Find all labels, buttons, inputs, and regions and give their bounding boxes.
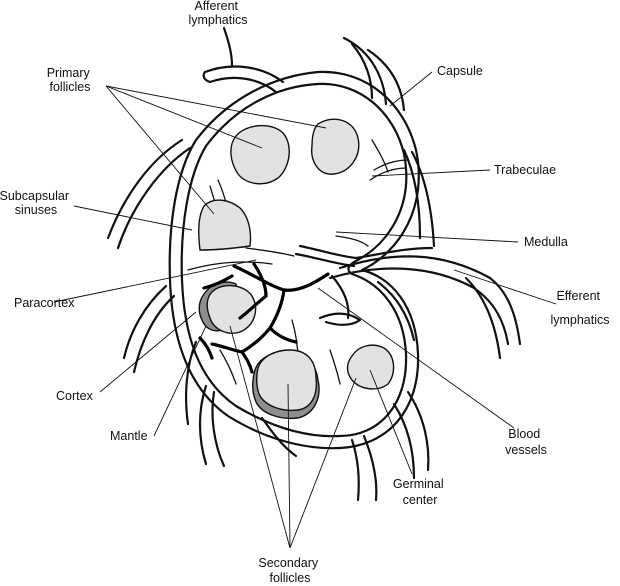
label-paracortex: Paracortex [14, 296, 75, 310]
label-subcapsular-sinuses: Subcapsular sinuses [0, 189, 72, 217]
label-trabeculae: Trabeculae [494, 163, 556, 177]
afferent-lymphatic-vessel [202, 26, 285, 94]
secondary-follicle-lower [255, 349, 318, 412]
label-germinal-center: Germinal center [393, 477, 447, 507]
label-afferent-lymphatics: Afferent lymphatics [188, 0, 247, 27]
germinal-center-follicle [346, 344, 395, 390]
label-secondary-follicles: Secondary follicles [258, 556, 321, 585]
label-primary-follicles: Primary follicles [47, 66, 94, 94]
label-capsule: Capsule [437, 64, 483, 78]
label-efferent-lymphatics: Efferent lymphatics [550, 289, 609, 327]
primary-follicle-2 [311, 118, 360, 175]
secondary-follicle-upper [206, 285, 257, 334]
follicles [198, 118, 395, 420]
leader-lines [53, 71, 557, 549]
external-vessels [106, 36, 436, 502]
primary-follicle-1 [230, 125, 290, 185]
label-mantle: Mantle [110, 429, 148, 443]
blood-vessels [198, 262, 330, 374]
label-blood-vessels: Blood vessels [505, 427, 547, 457]
label-medulla: Medulla [524, 235, 568, 249]
subcapsular-follicle [198, 199, 252, 251]
capsule [168, 70, 420, 450]
label-cortex: Cortex [56, 389, 94, 403]
efferent-lymphatic-vessels [294, 244, 522, 360]
